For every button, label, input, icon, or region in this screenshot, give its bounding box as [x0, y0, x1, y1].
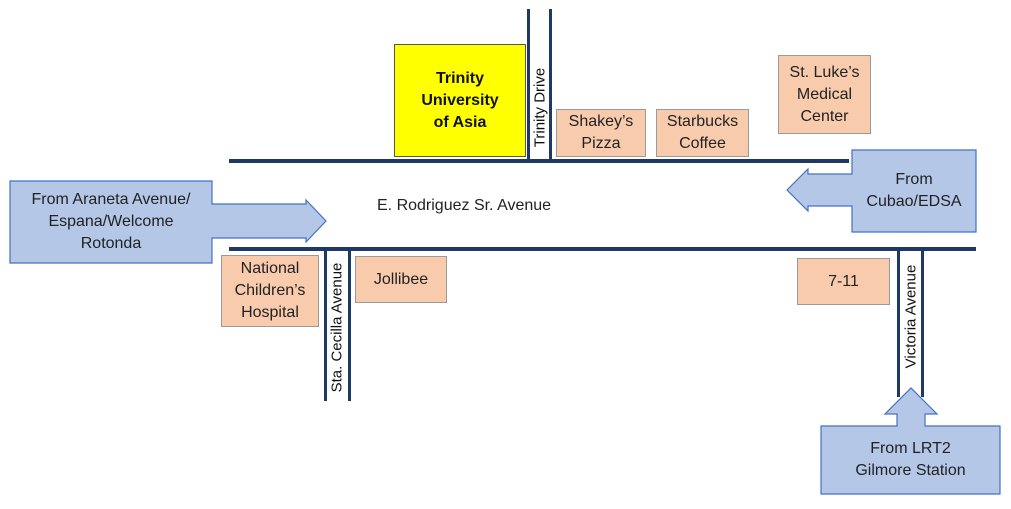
st-lukes-medical-landmark: St. Luke’s Medical Center — [778, 55, 871, 134]
trinity-drive-label: Trinity Drive — [531, 67, 549, 148]
sta-cecilla-label: Sta. Cecilla Avenue — [328, 262, 346, 393]
from-cubao-label: From Cubao/EDSA — [866, 171, 962, 210]
trinity-drive-west-edge — [527, 9, 530, 161]
sta-cecilla-west-edge — [324, 249, 327, 401]
jollibee-landmark: Jollibee — [355, 256, 447, 303]
main-road-label: E. Rodriguez Sr. Avenue — [377, 197, 552, 214]
trinity-drive-east-edge — [549, 9, 552, 161]
shakeys-pizza-landmark: Shakey’s Pizza — [556, 109, 646, 157]
main-road-north-edge — [229, 159, 849, 163]
from-araneta-label: From Araneta Avenue/ Espana/Welcome Roto… — [31, 191, 191, 252]
victoria-label: Victoria Avenue — [902, 264, 920, 369]
seven-eleven-landmark: 7-11 — [797, 258, 890, 305]
arrow-from-araneta — [9, 180, 327, 264]
from-lrt2-label: From LRT2 Gilmore Station — [855, 440, 966, 479]
victoria-west-edge — [897, 249, 900, 397]
arrow-from-cubao — [786, 149, 977, 233]
arrow-from-lrt2 — [820, 387, 1001, 495]
sta-cecilla-east-edge — [348, 249, 351, 401]
trinity-university-building: Trinity University of Asia — [394, 44, 526, 157]
starbucks-coffee-landmark: Starbucks Coffee — [656, 109, 749, 157]
main-road-south-edge — [229, 247, 976, 251]
national-childrens-hospital-landmark: National Children’s Hospital — [221, 255, 319, 327]
victoria-east-edge — [921, 249, 924, 397]
